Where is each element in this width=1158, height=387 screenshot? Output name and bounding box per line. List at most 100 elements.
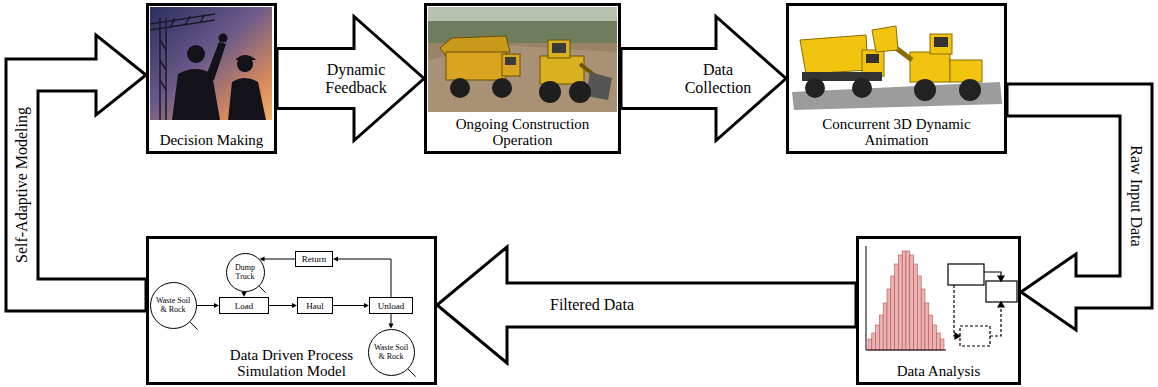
animation-render-part	[852, 78, 872, 98]
construction-photo-part	[446, 52, 506, 80]
histogram-part-part	[925, 303, 929, 350]
construction-photo-part	[492, 78, 512, 98]
construction-photo-part	[552, 43, 566, 53]
decision-photo-part-part	[187, 45, 205, 63]
flow-line-path	[269, 305, 293, 306]
decision-photo-part-part	[159, 18, 161, 120]
histogram-part-part	[940, 339, 944, 350]
block-arrow-outline	[6, 35, 146, 311]
decision-photo-part-part	[160, 40, 166, 50]
mini-flowchart-part	[998, 302, 1004, 307]
histogram-part-part	[891, 276, 895, 350]
flow-arrow	[621, 17, 786, 141]
block-arrow-outline	[1007, 84, 1152, 330]
activity-box: Return	[295, 251, 333, 267]
animation-render-part	[872, 26, 898, 52]
animation-render-part	[800, 35, 868, 74]
flow-arrow	[1007, 84, 1152, 330]
decision-photo-part-part	[206, 42, 226, 80]
element-label: Waste Soil & Rock	[154, 296, 192, 314]
construction-photo-part	[428, 7, 617, 112]
histogram-part-part	[921, 289, 925, 350]
queue-circle-outline	[368, 329, 414, 375]
queue-tick	[259, 286, 265, 292]
edge-label-holder: Raw Input Data	[1127, 145, 1145, 246]
decision-photo-part-part	[170, 18, 175, 28]
decision-photo-part-part	[150, 20, 215, 30]
histogram-part-part	[879, 315, 883, 350]
histogram-part-part	[876, 325, 880, 350]
histogram-part-part	[868, 339, 872, 350]
animation-render-part	[934, 37, 948, 47]
activity-box: Haul	[297, 297, 333, 314]
box-label: Data Analysis	[897, 363, 981, 379]
histogram-part-part	[883, 303, 887, 350]
edge-label-holder: Self-Adaptive Modeling	[13, 107, 31, 263]
construction-photo-part	[548, 40, 570, 58]
decision-photo-part-part	[200, 14, 205, 23]
mini-flowchart-part	[954, 285, 956, 336]
element-label: Dump Truck	[230, 263, 260, 281]
mini-flowchart-part	[948, 264, 984, 285]
activity-box: Load	[219, 297, 269, 314]
decision-photo-part-part	[160, 60, 166, 70]
histogram-part-part	[936, 333, 940, 350]
queue-circle-outline	[226, 253, 264, 291]
histogram-part-part	[929, 315, 933, 350]
histogram-part-part	[895, 264, 899, 350]
arrow-head	[388, 324, 393, 329]
queue-circle: Waste Soil & Rock	[368, 329, 415, 376]
element-label: Waste Soil & Rock	[372, 343, 410, 361]
animation-render-part	[950, 60, 982, 82]
construction-photo-part	[505, 57, 516, 65]
construction-photo-part	[569, 81, 591, 103]
decision-photo-part-part	[235, 55, 256, 60]
animation-render-part	[930, 34, 952, 54]
flow-line-path	[391, 314, 392, 325]
process-box: Data Analysis	[856, 236, 1021, 385]
decision-photo-part	[150, 7, 272, 120]
flow-arrow	[277, 17, 424, 141]
histogram-part-part	[902, 251, 906, 350]
flow-line-path	[333, 305, 365, 306]
mini-flowchart-part	[998, 276, 1004, 281]
flow-line	[333, 303, 369, 308]
histogram-part-part	[898, 255, 902, 350]
process-box: Data Driven Process Simulation Model Dump…	[146, 236, 437, 385]
flow-line	[388, 314, 393, 329]
histogram-part	[866, 246, 946, 350]
block-arrow-outline	[437, 247, 856, 363]
edge-label: Filtered Data	[550, 296, 634, 314]
queue-circle: Dump Truck	[226, 253, 265, 292]
flow-line	[197, 303, 220, 308]
decision-photo-part-part	[228, 78, 266, 120]
animation-render-part	[959, 79, 981, 101]
element-label: Unload	[378, 301, 405, 311]
mini-flowchart-part	[955, 333, 960, 339]
construction-photo-part	[428, 45, 617, 112]
construction-photo-part	[540, 56, 584, 84]
flow-line	[333, 256, 391, 297]
construction-photo-part	[428, 7, 617, 21]
block-arrow-outline	[621, 17, 786, 141]
element-label: Return	[302, 254, 327, 264]
flow-line-path	[197, 305, 216, 306]
element-label: Haul	[306, 301, 324, 311]
element-label: Load	[235, 301, 254, 311]
queue-circle: Waste Soil & Rock	[150, 282, 197, 329]
construction-photo-part	[450, 78, 470, 98]
box-label: Data Driven Process Simulation Model	[217, 347, 367, 379]
activity-box: Unload	[369, 297, 413, 314]
queue-tick	[408, 369, 416, 377]
queue-circle-outline	[150, 282, 196, 328]
block-arrow-outline	[277, 17, 424, 141]
mini-flowchart	[948, 264, 1017, 346]
process-box: Ongoing Construction Operation	[424, 3, 621, 154]
edge-label: Dynamic Feedback	[316, 61, 396, 97]
histogram-part-part	[906, 251, 910, 350]
decision-photo-part	[172, 34, 266, 121]
